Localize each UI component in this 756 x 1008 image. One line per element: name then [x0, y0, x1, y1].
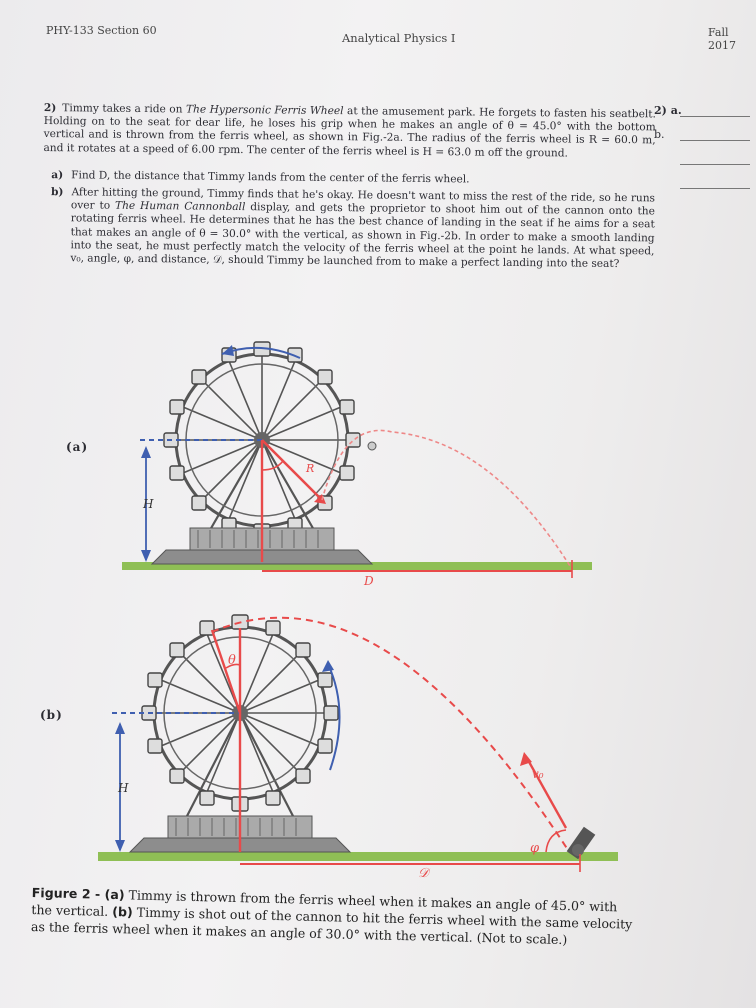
label-R: R	[305, 462, 314, 475]
panel-b-drawing	[98, 613, 618, 872]
answer-line-4[interactable]	[680, 188, 750, 189]
label-H-a: H	[142, 497, 154, 511]
panel-a-label: (a)	[66, 440, 89, 454]
caption-a-label: (a)	[104, 886, 125, 903]
panel-b-label: (b)	[40, 708, 63, 722]
ground-b	[98, 852, 618, 861]
answer-line-b[interactable]	[680, 140, 750, 141]
ground-a	[122, 562, 592, 570]
answer-label-b: b.	[654, 128, 665, 141]
label-D-script: 𝒟	[418, 866, 431, 881]
caption-figure-label: Figure 2 -	[31, 884, 105, 902]
term-header: Fall 2017	[708, 26, 736, 52]
answer-label-2a: 2) a.	[654, 104, 682, 117]
label-phi: φ	[530, 841, 540, 856]
answer-line-a[interactable]	[680, 116, 750, 117]
caption-b-label: (b)	[112, 903, 133, 920]
page-title: Analytical Physics I	[342, 31, 456, 45]
label-H-b: H	[117, 781, 129, 795]
label-D: D	[363, 574, 374, 588]
label-theta: θ	[228, 653, 236, 668]
course-header: PHY-133 Section 60	[46, 24, 157, 37]
answer-line-3[interactable]	[680, 164, 750, 165]
label-v0: v₀	[532, 767, 544, 781]
panel-a-drawing	[122, 340, 592, 578]
figure-2: H R D	[98, 340, 618, 881]
